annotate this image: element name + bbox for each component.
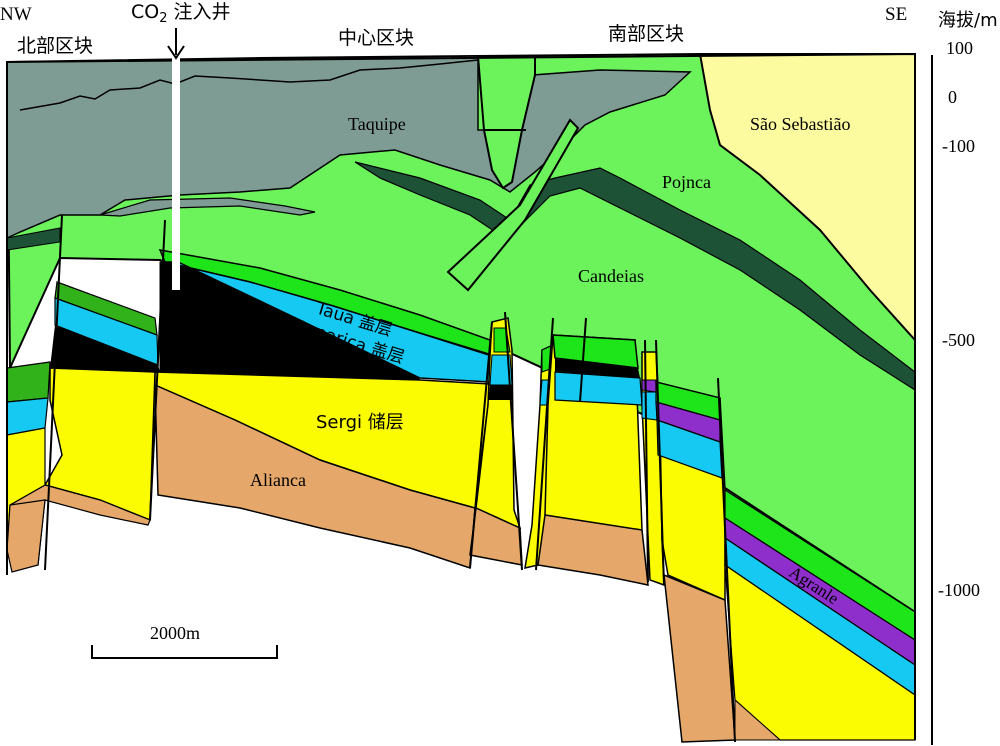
axis-tick-100: 100 bbox=[946, 38, 973, 58]
block-south: 南部区块 bbox=[608, 23, 684, 45]
label-candeias: Candeias bbox=[578, 266, 644, 286]
axis-tick-0: 0 bbox=[948, 87, 957, 107]
block-center: 中心区块 bbox=[338, 27, 414, 49]
axis-tick-minus500: -500 bbox=[942, 330, 975, 350]
label-alianca: Alianca bbox=[250, 470, 306, 490]
taquipe-top-edge bbox=[19, 59, 479, 111]
fault-5 bbox=[535, 317, 554, 571]
taquipe-tongue bbox=[99, 197, 316, 217]
graben-block-1-black bbox=[488, 385, 512, 400]
central-horst-brown bbox=[537, 514, 649, 586]
left-block-green bbox=[6, 361, 51, 403]
fault-6 bbox=[579, 317, 587, 403]
fault-8 bbox=[655, 339, 665, 586]
fault-7 bbox=[644, 339, 649, 583]
direction-se: SE bbox=[885, 4, 907, 25]
well-label: CO2 注入井 bbox=[131, 1, 231, 26]
taquipe-channel bbox=[476, 55, 536, 190]
sergi1-left bbox=[50, 325, 160, 372]
section-frame bbox=[6, 52, 916, 740]
fault-3 bbox=[469, 321, 493, 569]
direction-nw: NW bbox=[0, 4, 32, 25]
far-right-yellow bbox=[724, 563, 916, 741]
right-graben-cyan bbox=[641, 391, 658, 421]
fault-4 bbox=[504, 311, 523, 571]
fault-2 bbox=[149, 219, 166, 521]
left-block-brown bbox=[6, 499, 46, 573]
scale-bar-label: 2000m bbox=[150, 623, 200, 643]
fault-9 bbox=[717, 377, 736, 743]
scale-bar bbox=[91, 645, 278, 659]
axis-tick-minus1000: -1000 bbox=[938, 580, 980, 600]
right-graben-purple bbox=[641, 379, 657, 393]
fault-wedge bbox=[446, 118, 580, 292]
central-horst-cyan bbox=[554, 371, 643, 406]
right-block-brown bbox=[663, 573, 736, 743]
block-north: 北部区块 bbox=[17, 35, 93, 57]
label-sergi: Sergi 储层 bbox=[316, 412, 404, 433]
label-pojnca: Pojnca bbox=[662, 172, 711, 192]
fault-1 bbox=[44, 214, 63, 571]
label-sao-sebastiao: São Sebastião bbox=[750, 114, 851, 134]
axis-tick-minus100: -100 bbox=[942, 136, 975, 156]
far-right-brown bbox=[734, 698, 782, 741]
axis-title: 海拔/m bbox=[938, 10, 998, 31]
label-sergi1: Sergi 1 bbox=[187, 334, 238, 354]
well-arrow-head bbox=[167, 45, 185, 60]
label-taquipe: Taquipe bbox=[348, 114, 406, 134]
